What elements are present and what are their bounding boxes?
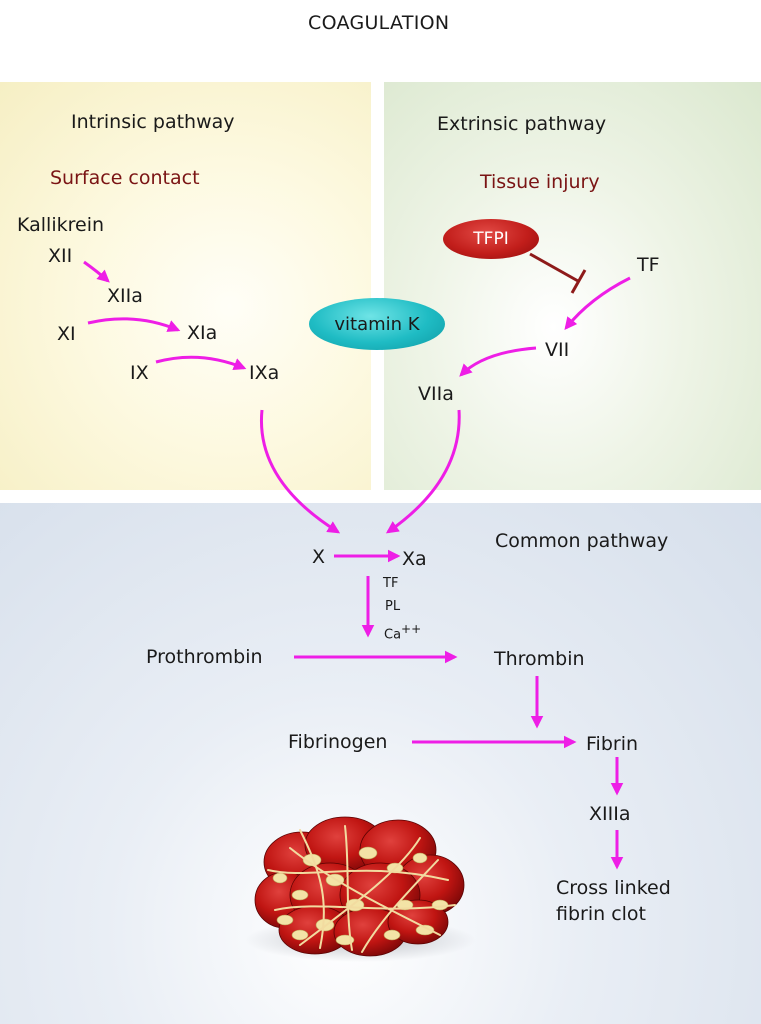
intrinsic-pathway-panel: [0, 82, 371, 490]
tfpi-badge: TFPI: [443, 219, 539, 259]
prothrombin-label: Prothrombin: [146, 646, 263, 668]
tfpi-inhibition: [529, 252, 587, 294]
diagram-title: COAGULATION: [308, 12, 450, 34]
factor-xi: XI: [57, 323, 76, 345]
arrow-xii-to-xiia: [83, 260, 110, 283]
cofactor-calcium-charge: ++: [401, 622, 422, 636]
factor-ix: IX: [130, 362, 149, 384]
factor-xa: Xa: [402, 548, 427, 570]
extrinsic-pathway-panel: [384, 82, 761, 490]
kallikrein-label: Kallikrein: [17, 214, 105, 236]
thrombin-label: Thrombin: [494, 648, 585, 670]
factor-xiiia: XIIIa: [589, 803, 631, 825]
common-header: Common pathway: [495, 530, 669, 552]
cofactor-calcium: Ca++: [384, 622, 421, 642]
fibrinogen-label: Fibrinogen: [288, 731, 388, 753]
factor-ixa: IXa: [249, 362, 280, 384]
factor-tf: TF: [637, 254, 660, 276]
intrinsic-trigger: Surface contact: [50, 167, 200, 189]
vitamin-k-badge: vitamin K: [309, 298, 445, 350]
factor-xiia: XIIa: [107, 285, 143, 307]
clot-label-line1: Cross linked: [556, 877, 671, 899]
factor-x: X: [312, 546, 326, 568]
cofactor-calcium-symbol: Ca: [384, 627, 402, 643]
cofactor-pl: PL: [385, 599, 401, 614]
factor-vii: VII: [545, 339, 570, 361]
extrinsic-trigger: Tissue injury: [480, 171, 600, 193]
arrow-viia-to-x: [385, 409, 461, 534]
arrow-vii-to-viia: [459, 346, 537, 377]
arrow-tf-to-vii: [564, 276, 631, 330]
intrinsic-header: Intrinsic pathway: [71, 111, 235, 133]
arrow-xi-to-xia: [87, 317, 181, 332]
extrinsic-header: Extrinsic pathway: [437, 113, 607, 135]
factor-viia: VIIa: [418, 383, 454, 405]
factor-xii: XII: [48, 245, 73, 267]
factor-xia: XIa: [187, 322, 218, 344]
arrow-ix-to-ixa: [155, 355, 247, 371]
clot-label-line2: fibrin clot: [556, 903, 646, 925]
fibrin-label: Fibrin: [586, 733, 639, 755]
fibrin-clot-illustration: [245, 816, 475, 962]
arrow-ixa-to-x: [259, 409, 341, 534]
cofactor-tf: TF: [383, 576, 399, 591]
